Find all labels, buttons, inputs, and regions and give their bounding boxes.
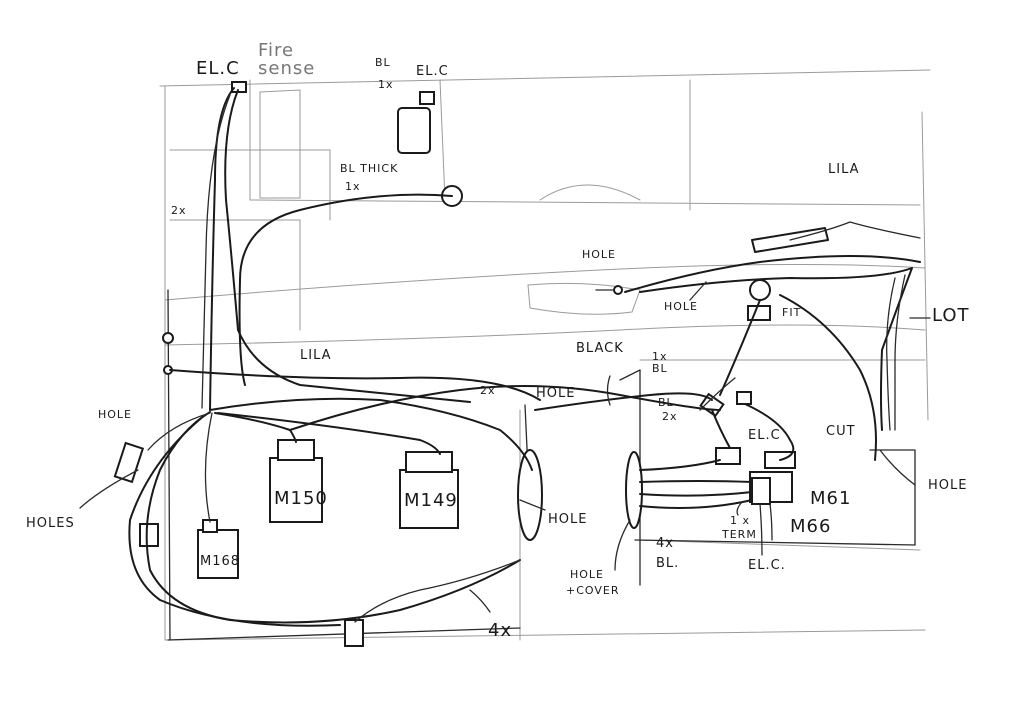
label-bl-thick: BL THICK (340, 162, 399, 175)
label-lila-top-right: LILA (828, 162, 860, 177)
elc-connector-top-mid (419, 91, 435, 105)
label-1x-bl-line2: BL (652, 362, 668, 375)
elc-connector-top-left (231, 81, 247, 93)
label-hole-center: HOLE (548, 512, 588, 527)
label-m168: M168 (200, 554, 241, 569)
label-2x-left: 2x (171, 204, 187, 217)
plug-bottom (344, 619, 364, 647)
bracket-top-right (751, 227, 829, 253)
m150-plug (277, 439, 315, 461)
m66-connector (751, 477, 771, 505)
label-1x-term-line2: TERM (722, 528, 757, 541)
hole-cover-grommet (625, 451, 643, 529)
label-m61: M61 (810, 488, 852, 509)
label-1x-bl-line1: 1x (652, 350, 668, 363)
label-black: BLACK (576, 341, 624, 356)
wires (79, 87, 931, 627)
label-hole-cover-line1: HOLE (570, 568, 605, 581)
label-1x-term-line1: 1 x (730, 514, 751, 527)
label-m149: M149 (404, 490, 458, 511)
m149-plug (405, 451, 453, 473)
label-4x-bl-line1: 4x (656, 536, 674, 551)
label-hole-right: HOLE (928, 478, 968, 493)
hole-top-mid-mark (613, 285, 623, 295)
label-hole-left: HOLE (98, 408, 133, 421)
connector-right-small (736, 391, 752, 405)
label-hole-mid: HOLE (536, 386, 576, 401)
ink-structure (167, 289, 916, 641)
grommet-left-upper (162, 332, 174, 344)
label-bl-2x-line2: 2x (662, 410, 678, 423)
label-hole-top-mid: HOLE (582, 248, 617, 261)
label-lot: LOT (932, 305, 970, 326)
fit-ring (749, 279, 771, 301)
m168-box (197, 529, 239, 579)
label-elc-top-mid: EL.C (416, 64, 449, 79)
hole-center-grommet (517, 449, 543, 541)
label-elc-right: EL.C (748, 428, 781, 443)
label-fire-sense: Fire sense (258, 40, 316, 79)
m150-box (269, 457, 323, 523)
elc-connector-right (715, 447, 741, 465)
label-1x-top: 1x (378, 78, 394, 91)
m149-box (399, 469, 459, 529)
label-2x-mid: 2x (480, 384, 496, 397)
holes-plug-left (113, 441, 145, 484)
label-1x-thick: 1x (345, 180, 361, 193)
plug-left-lower (139, 523, 159, 547)
label-m150: M150 (274, 488, 328, 509)
label-hole-small-mid: HOLE (664, 300, 699, 313)
label-4x-bl-line2: BL. (656, 556, 680, 571)
label-4x-bottom: 4x (488, 620, 513, 641)
label-fit: FIT (782, 306, 802, 319)
label-holes-left: HOLES (26, 516, 75, 531)
label-bl-2x-line1: BL (658, 396, 674, 409)
label-cut: CUT (826, 424, 856, 439)
label-hole-cover-line2: +COVER (566, 584, 620, 597)
label-lila-mid: LILA (300, 348, 332, 363)
fit-connector (747, 305, 771, 321)
fire-sense-box (397, 107, 431, 154)
label-elc-bottom: EL.C. (748, 558, 786, 573)
pencil-background (159, 69, 931, 641)
label-elc-top-left: EL.C (196, 58, 240, 79)
label-m66: M66 (790, 516, 832, 537)
label-bl-top: BL (375, 56, 391, 69)
